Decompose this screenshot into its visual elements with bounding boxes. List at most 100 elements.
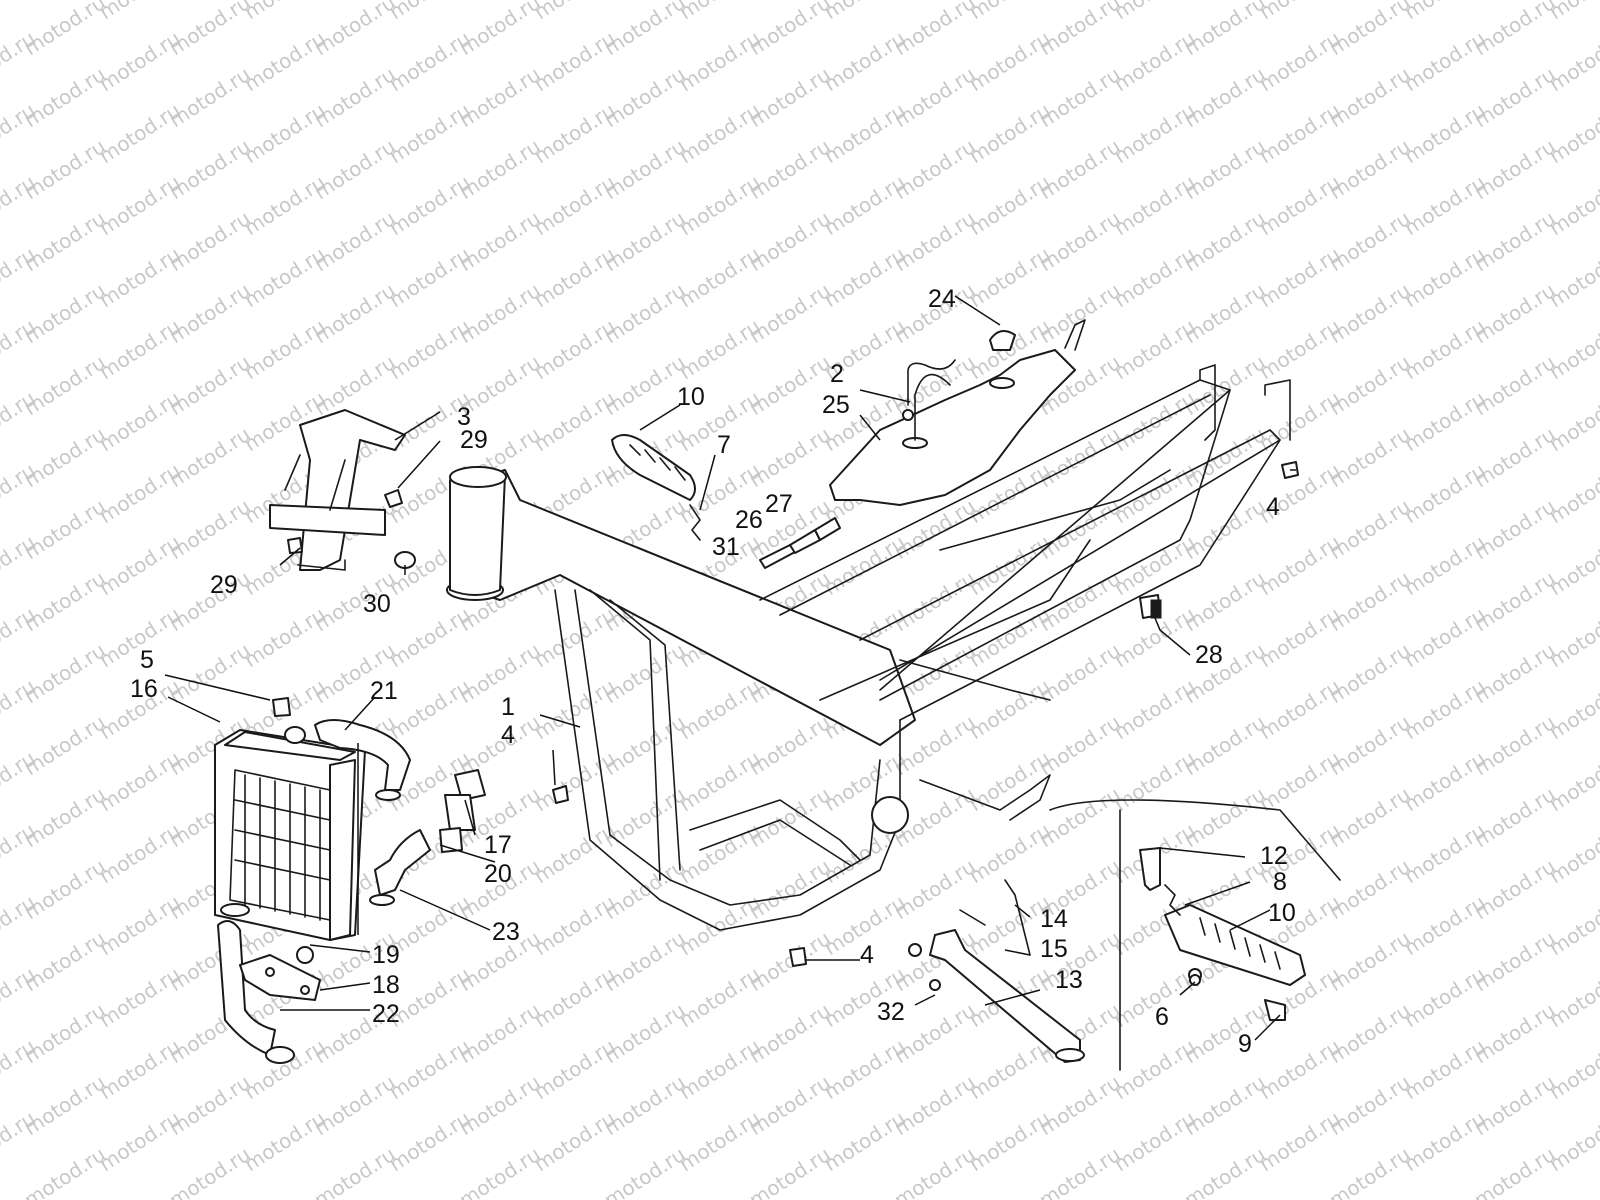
watermark-320: motod.ru bbox=[1255, 674, 1345, 744]
callout-8: 8 bbox=[1273, 868, 1287, 896]
watermark-153: motod.ru bbox=[1400, 242, 1490, 312]
callout-29-b: 29 bbox=[210, 571, 238, 599]
watermark-36: motod.ru bbox=[675, 0, 765, 24]
watermark-200: motod.ru bbox=[95, 386, 185, 456]
watermark-175: motod.ru bbox=[530, 314, 620, 384]
callout-25: 25 bbox=[822, 391, 850, 419]
callout-31: 31 bbox=[712, 533, 740, 561]
watermark-262: motod.ru bbox=[965, 530, 1055, 600]
watermark-399: motod.ru bbox=[530, 890, 620, 960]
watermark-263: motod.ru bbox=[1110, 530, 1200, 600]
watermark-340: motod.ru bbox=[95, 746, 185, 816]
watermark-34: motod.ru bbox=[385, 0, 475, 24]
callout-27: 27 bbox=[765, 490, 793, 518]
watermark-433: motod.ru bbox=[1400, 962, 1490, 1032]
watermark-62: motod.ru bbox=[385, 26, 475, 96]
watermark-452: motod.ru bbox=[95, 1034, 185, 1104]
watermark-173: motod.ru bbox=[240, 314, 330, 384]
watermark-41: motod.ru bbox=[1400, 0, 1490, 24]
watermark-483: motod.ru bbox=[530, 1106, 620, 1176]
watermark-486: motod.ru bbox=[965, 1106, 1055, 1176]
watermark-292: motod.ru bbox=[1255, 602, 1345, 672]
watermark-460: motod.ru bbox=[1255, 1034, 1345, 1104]
watermark-180: motod.ru bbox=[1255, 314, 1345, 384]
watermark-65: motod.ru bbox=[820, 26, 910, 96]
watermark-179: motod.ru bbox=[1110, 314, 1200, 384]
watermark-93: motod.ru bbox=[820, 98, 910, 168]
side-stand bbox=[908, 879, 1085, 1063]
watermark-377: motod.ru bbox=[1400, 818, 1490, 888]
watermark-119: motod.ru bbox=[530, 170, 620, 240]
callout-21: 21 bbox=[370, 677, 398, 705]
watermark-314: motod.ru bbox=[385, 674, 475, 744]
watermark-91: motod.ru bbox=[530, 98, 620, 168]
watermark-264: motod.ru bbox=[1255, 530, 1345, 600]
watermark-347: motod.ru bbox=[1110, 746, 1200, 816]
callout-24: 24 bbox=[928, 285, 956, 313]
watermark-203: motod.ru bbox=[530, 386, 620, 456]
watermark-207: motod.ru bbox=[1110, 386, 1200, 456]
callout-13: 13 bbox=[1055, 966, 1083, 994]
radiator bbox=[214, 729, 366, 941]
watermark-480: motod.ru bbox=[95, 1106, 185, 1176]
callout-4-c: 4 bbox=[860, 941, 874, 969]
watermark-88: motod.ru bbox=[95, 98, 185, 168]
radiator-bracket bbox=[239, 946, 321, 1001]
watermark-152: motod.ru bbox=[1255, 242, 1345, 312]
watermark-54: motod.ru bbox=[1325, 0, 1415, 60]
watermark-500: motod.ru bbox=[1035, 1142, 1125, 1200]
watermark-481: motod.ru bbox=[240, 1106, 330, 1176]
callout-30: 30 bbox=[363, 590, 391, 618]
callout-20: 20 bbox=[484, 860, 512, 888]
watermark-493: motod.ru bbox=[20, 1142, 110, 1200]
watermark-50: motod.ru bbox=[745, 0, 835, 60]
callout-6: 6 bbox=[1155, 1003, 1169, 1031]
watermark-94: motod.ru bbox=[965, 98, 1055, 168]
watermark-48: motod.ru bbox=[455, 0, 545, 60]
watermark-125: motod.ru bbox=[1400, 170, 1490, 240]
watermark-33: motod.ru bbox=[240, 0, 330, 24]
watermark-32: motod.ru bbox=[95, 0, 185, 24]
watermark-290: motod.ru bbox=[965, 602, 1055, 672]
watermark-40: motod.ru bbox=[1255, 0, 1345, 24]
watermark-344: motod.ru bbox=[675, 746, 765, 816]
watermark-424: motod.ru bbox=[95, 962, 185, 1032]
callout-22: 22 bbox=[372, 1000, 400, 1028]
watermark-117: motod.ru bbox=[240, 170, 330, 240]
watermark-97: motod.ru bbox=[1400, 98, 1490, 168]
watermark-484: motod.ru bbox=[675, 1106, 765, 1176]
watermark-261: motod.ru bbox=[820, 530, 910, 600]
watermark-494: motod.ru bbox=[165, 1142, 255, 1200]
watermark-90: motod.ru bbox=[385, 98, 475, 168]
watermark-172: motod.ru bbox=[95, 314, 185, 384]
watermark-147: motod.ru bbox=[530, 242, 620, 312]
watermark-53: motod.ru bbox=[1180, 0, 1270, 60]
watermark-428: motod.ru bbox=[675, 962, 765, 1032]
leader-lines bbox=[164, 295, 1296, 1041]
callout-29-a: 29 bbox=[460, 426, 488, 454]
watermark-487: motod.ru bbox=[1110, 1106, 1200, 1176]
watermark-176: motod.ru bbox=[675, 314, 765, 384]
callout-14: 14 bbox=[1040, 905, 1068, 933]
fuel-tank bbox=[829, 319, 1086, 506]
watermark-120: motod.ru bbox=[675, 170, 765, 240]
watermark-52: motod.ru bbox=[1035, 0, 1125, 60]
watermark-454: motod.ru bbox=[385, 1034, 475, 1104]
watermark-124: motod.ru bbox=[1255, 170, 1345, 240]
watermark-495: motod.ru bbox=[310, 1142, 400, 1200]
watermark-497: motod.ru bbox=[600, 1142, 690, 1200]
watermark-46: motod.ru bbox=[165, 0, 255, 60]
watermark-237: motod.ru bbox=[1400, 458, 1490, 528]
small-parts bbox=[272, 359, 1299, 986]
watermark-61: motod.ru bbox=[240, 26, 330, 96]
watermark-146: motod.ru bbox=[385, 242, 475, 312]
footrest-right bbox=[1049, 799, 1341, 1071]
watermark-455: motod.ru bbox=[530, 1034, 620, 1104]
watermark-116: motod.ru bbox=[95, 170, 185, 240]
watermark-287: motod.ru bbox=[530, 602, 620, 672]
watermark-121: motod.ru bbox=[820, 170, 910, 240]
watermark-39: motod.ru bbox=[1110, 0, 1200, 24]
watermark-145: motod.ru bbox=[240, 242, 330, 312]
watermark-489: motod.ru bbox=[1400, 1106, 1490, 1176]
watermark-235: motod.ru bbox=[1110, 458, 1200, 528]
